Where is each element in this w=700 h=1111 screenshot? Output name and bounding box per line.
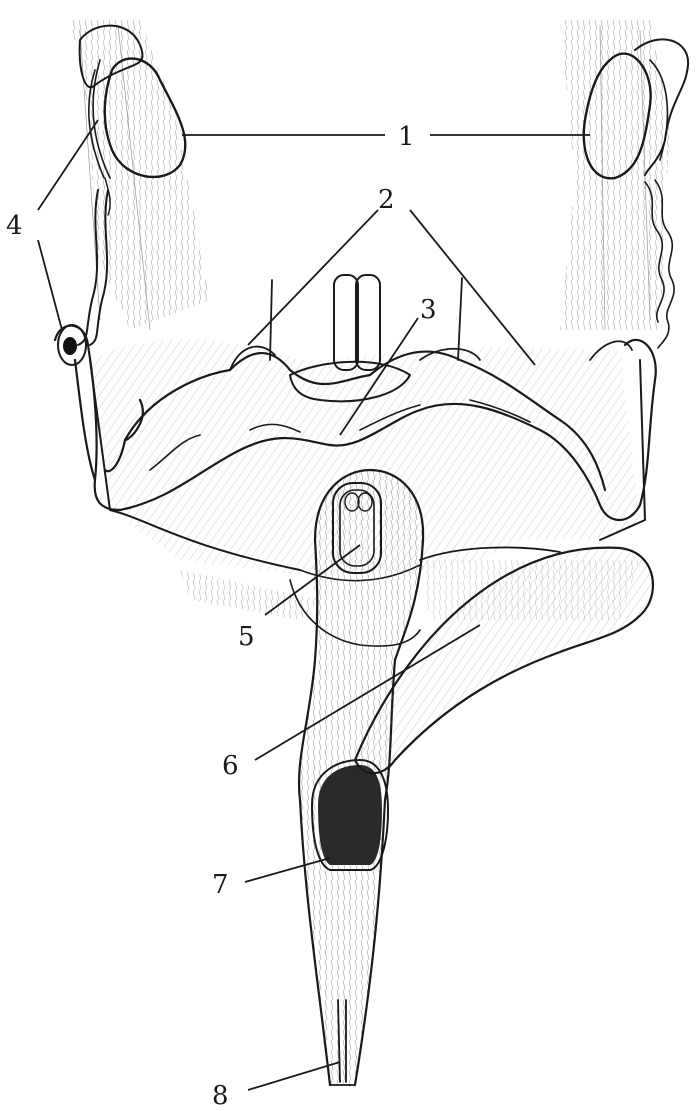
label-5: 5 xyxy=(238,622,255,652)
label-3: 3 xyxy=(420,295,437,325)
label-8: 8 xyxy=(212,1081,229,1111)
label-4: 4 xyxy=(6,211,23,241)
label-7: 7 xyxy=(212,870,229,900)
posterior-wall-right xyxy=(560,20,670,330)
label-6: 6 xyxy=(222,751,239,781)
label-1: 1 xyxy=(398,122,415,152)
label-2: 2 xyxy=(378,185,395,215)
